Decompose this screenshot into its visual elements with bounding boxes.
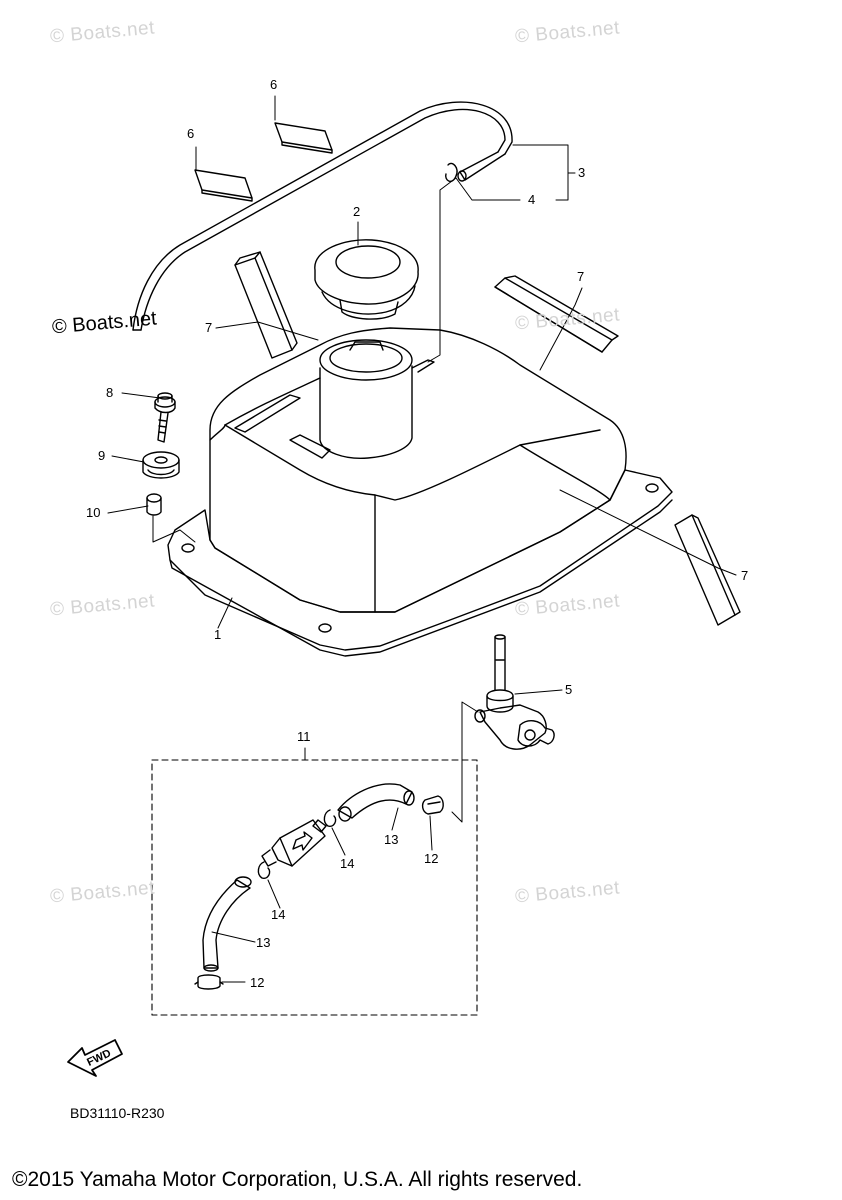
callout-10: 10 (86, 505, 101, 520)
fuel-filter (261, 819, 327, 867)
fuel-hose-upper (337, 783, 415, 822)
fwd-arrow-icon: FWD (67, 1039, 123, 1077)
clip-lower (257, 861, 271, 880)
damper-block-top-right (494, 275, 619, 353)
damper-block-bottom-right (674, 514, 741, 626)
fuel-hose-lower (202, 876, 252, 972)
callout-6-right: 6 (270, 77, 278, 92)
fuel-tank (167, 327, 673, 657)
callout-1: 1 (214, 627, 222, 642)
callout-13-upper: 13 (384, 832, 399, 847)
callout-12-upper: 12 (424, 851, 439, 866)
damper-block-left (234, 251, 298, 359)
bolt (154, 392, 176, 443)
callout-13-lower: 13 (256, 935, 271, 950)
damper-pad-1 (194, 169, 253, 202)
callout-8: 8 (106, 385, 114, 400)
fuel-filter-kit-box (151, 759, 478, 1016)
leader-lines (107, 95, 737, 983)
callout-14-lower: 14 (271, 907, 286, 922)
fuel-cap (314, 239, 419, 320)
collar (146, 493, 162, 516)
callout-12-lower: 12 (250, 975, 265, 990)
damper-pad-2 (274, 122, 333, 154)
callout-5: 5 (565, 682, 573, 697)
callout-4: 4 (528, 192, 536, 207)
breather-hose (132, 101, 513, 331)
callout-7-bottom-right: 7 (741, 568, 749, 583)
callout-7-left: 7 (205, 320, 213, 335)
hose-clamp-upper (421, 795, 444, 815)
callout-6-left: 6 (187, 126, 195, 141)
fuel-cock (474, 634, 555, 750)
grommet (142, 451, 180, 479)
diagram-code: BD31110-R230 (70, 1105, 165, 1121)
clip-upper (323, 809, 337, 828)
callout-11: 11 (297, 729, 311, 744)
callout-14-upper: 14 (340, 856, 355, 871)
callout-7-top-right: 7 (577, 269, 585, 284)
hose-clip (444, 162, 458, 183)
callout-2: 2 (353, 204, 361, 219)
hose-clamp-lower (194, 974, 224, 990)
callout-9: 9 (98, 448, 106, 463)
callout-3: 3 (578, 165, 586, 180)
copyright-notice: ©2015 Yamaha Motor Corporation, U.S.A. A… (12, 1168, 583, 1191)
